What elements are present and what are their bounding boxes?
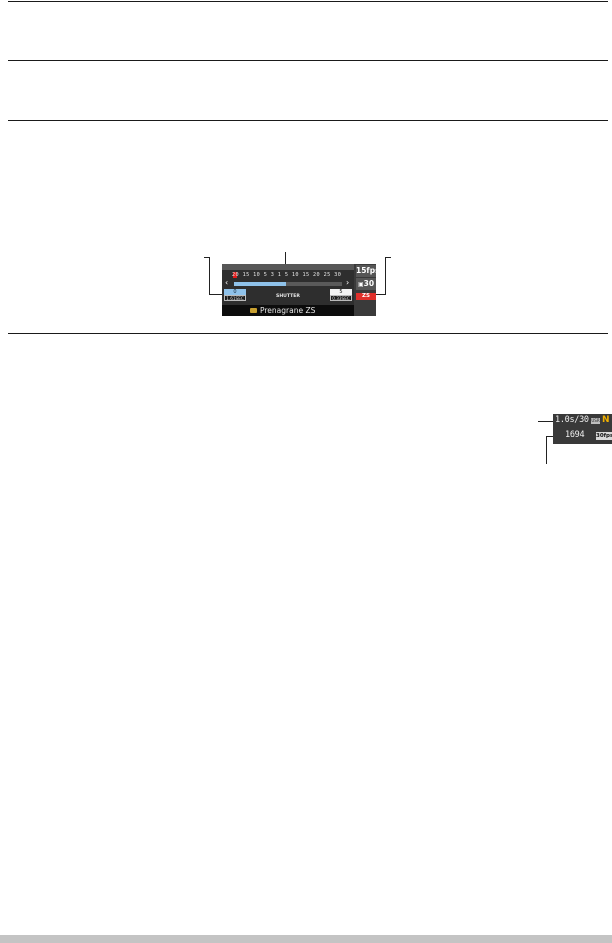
mode-icon: [250, 308, 257, 313]
fps-30-badge: 30fps: [596, 432, 612, 440]
leader-right-top: [385, 257, 391, 258]
burst-icon: ▣: [357, 281, 364, 288]
chevron-right-icon[interactable]: ›: [346, 278, 350, 287]
divider-2: [8, 60, 608, 61]
leader-small-top: [538, 421, 554, 422]
start-marker: [233, 272, 237, 278]
leader-left-h: [209, 294, 227, 295]
leader-small-bottom: [546, 436, 554, 437]
divider-1: [8, 1, 608, 2]
fps-badge: 15fps: [356, 265, 380, 277]
start-frame-value: 0: [224, 289, 246, 295]
chevron-left-icon[interactable]: ‹: [225, 278, 229, 287]
divider-3: [8, 120, 608, 121]
camera-screen: 20 15 10 5 3 1 5 10 15 20 25 30 ‹ › 0 1.…: [222, 264, 380, 316]
range-track-fill: [234, 282, 286, 286]
scale-header: [222, 264, 354, 270]
leader-right-v: [385, 257, 386, 294]
page-footer-bar: [0, 935, 612, 943]
start-frame-time: 1.61SEC: [224, 295, 246, 301]
end-frame-time: 0.33SEC: [330, 295, 352, 301]
range-track: [234, 282, 342, 286]
count-value: 30: [363, 279, 375, 288]
quality-mark: N: [602, 415, 610, 425]
status-readout: 1.0s/30 USR N 1694 30fps: [553, 414, 612, 444]
shutter-label: SHUTTER: [276, 294, 300, 299]
leader-left-v: [209, 257, 210, 294]
divider-4: [8, 333, 608, 334]
mode-bar: [222, 305, 354, 316]
usr-badge: USR: [591, 418, 600, 424]
leader-left-top: [204, 257, 210, 258]
frame-scale: 20 15 10 5 3 1 5 10 15 20 25 30: [232, 272, 342, 278]
remaining-shots: 1694: [565, 430, 585, 440]
screen-main-area: 20 15 10 5 3 1 5 10 15 20 25 30 ‹ › 0 1.…: [222, 264, 354, 316]
mode-name: Prenagrane ZS: [260, 306, 316, 315]
zs-badge: ZS: [356, 293, 376, 300]
count-badge: ▣30: [356, 278, 376, 290]
shutter-rate-readout: 1.0s/30: [555, 415, 589, 425]
leader-small-v: [546, 436, 547, 464]
end-frame-value: 5: [330, 289, 352, 295]
